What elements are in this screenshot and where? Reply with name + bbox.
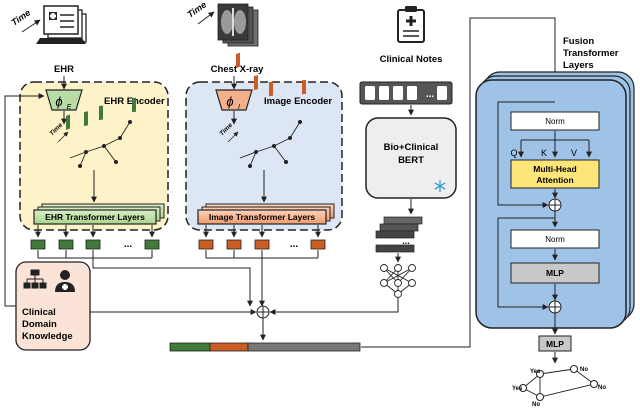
xray-label: Chest X-ray: [211, 64, 265, 75]
fusion-norm2: [510, 229, 600, 249]
svg-text:Time: Time: [9, 7, 32, 27]
k-label: K: [541, 148, 547, 158]
bert-encoder: Bio+Clinical BERT: [365, 117, 457, 199]
notes-token-sequence: ...: [359, 81, 453, 105]
ehr-output-tokens: ...: [30, 225, 160, 250]
fusion-title-line1: Fusion: [563, 36, 594, 47]
text-embedding-stack: ...: [375, 216, 423, 253]
knowledge-line3: Knowledge: [22, 331, 73, 342]
svg-text:BERT: BERT: [398, 155, 424, 166]
svg-text:...: ...: [290, 239, 299, 250]
svg-text:Multi-Head: Multi-Head: [533, 164, 576, 174]
svg-text:...: ...: [426, 89, 435, 100]
fused-sequence-bar: [169, 342, 361, 352]
image-encoder-box: [185, 81, 343, 231]
ehr-transformer-layers: EHR Transformer Layers: [33, 203, 165, 225]
svg-text:...: ...: [402, 236, 410, 246]
svg-text:MLP: MLP: [546, 268, 564, 278]
doctor-icon: [55, 270, 75, 292]
ehr-label: EHR: [54, 64, 74, 75]
svg-text:I: I: [238, 104, 240, 111]
svg-text:Attention: Attention: [536, 175, 573, 185]
phi-i-block: ϕ I: [215, 89, 253, 111]
svg-text:Image Transformer Layers: Image Transformer Layers: [209, 212, 316, 222]
fusion-mlp: [510, 262, 600, 284]
svg-text:ϕ: ϕ: [55, 94, 62, 109]
residual-plus-1: [548, 198, 562, 212]
v-label: V: [571, 148, 577, 158]
svg-text:No: No: [532, 402, 540, 408]
residual-plus-2: [548, 300, 562, 314]
fusion-title-line3: Layers: [563, 60, 594, 71]
knowledge-line2: Domain: [22, 319, 57, 330]
token-connectors: [37, 250, 399, 315]
image-transformer-layers: Image Transformer Layers: [197, 203, 335, 225]
svg-text:EHR Transformer Layers: EHR Transformer Layers: [45, 212, 145, 222]
text-projection-network: [380, 264, 416, 298]
svg-text:E: E: [67, 104, 72, 111]
output-mlp: [538, 335, 572, 352]
svg-text:Time: Time: [185, 0, 208, 20]
svg-text:...: ...: [124, 239, 133, 250]
image-output-tokens: ...: [198, 225, 326, 250]
svg-text:No: No: [580, 367, 588, 373]
phi-e-block: ϕ E: [45, 89, 83, 111]
svg-text:ϕ: ϕ: [226, 94, 233, 109]
clipboard-icon: [397, 6, 425, 43]
concat-plus: [256, 305, 270, 319]
time-label-xray: Time: [185, 0, 215, 25]
fusion-norm1: [510, 111, 600, 131]
fusion-title-line2: Transformer: [563, 48, 619, 59]
hierarchy-icon: [23, 269, 47, 289]
xray-stack-icon: [217, 3, 259, 47]
ehr-monitor-icon: [36, 5, 87, 44]
svg-text:Norm: Norm: [545, 235, 565, 244]
svg-text:Bio+Clinical: Bio+Clinical: [384, 142, 439, 153]
ehr-encoder-box: [19, 81, 169, 231]
svg-text:Yes: Yes: [512, 386, 523, 392]
image-encoder-title: Image Encoder: [264, 96, 332, 107]
knowledge-line1: Clinical: [22, 307, 56, 318]
time-label-ehr: Time: [9, 7, 41, 33]
clinical-notes-label: Clinical Notes: [380, 54, 443, 65]
q-label: Q: [510, 148, 517, 158]
svg-text:Norm: Norm: [545, 117, 565, 126]
svg-text:MLP: MLP: [546, 339, 564, 349]
output-tree: Yes No Yes No No: [512, 365, 606, 408]
multi-head-attention: [510, 159, 600, 189]
svg-text:Yes: Yes: [530, 369, 541, 375]
snowflake-icon: [434, 180, 446, 192]
svg-text:No: No: [598, 385, 606, 391]
